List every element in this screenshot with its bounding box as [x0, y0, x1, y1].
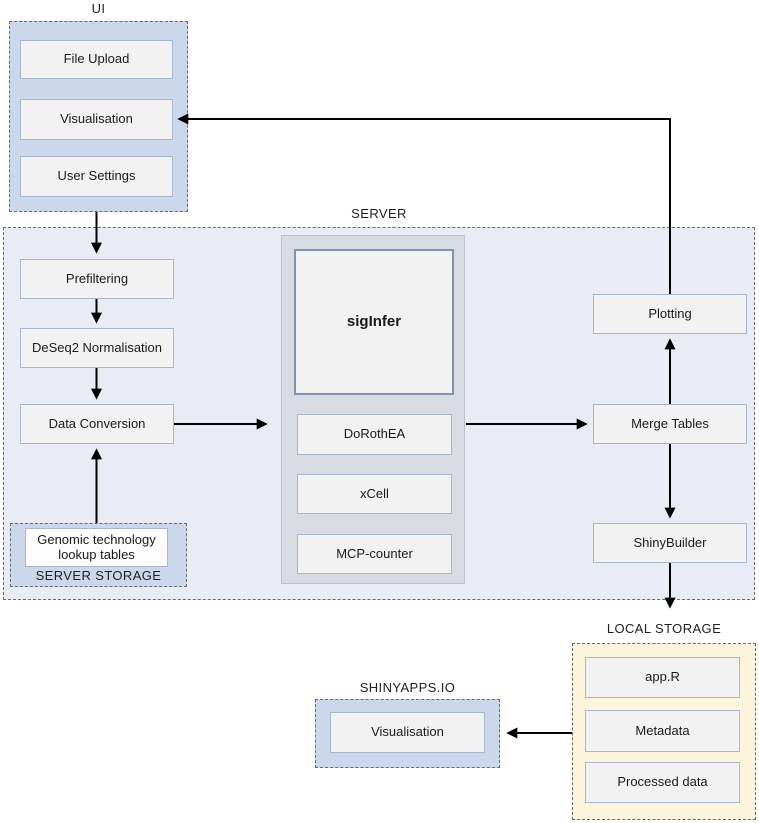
node-mcp-counter: MCP-counter: [297, 534, 452, 574]
node-xcell: xCell: [297, 474, 452, 514]
node-genomic-lookup-tables: Genomic technology lookup tables: [25, 528, 168, 567]
server-section-label: SERVER: [351, 206, 407, 221]
local-storage-label: LOCAL STORAGE: [606, 621, 722, 636]
node-visualisation-shinyapps: Visualisation: [330, 712, 485, 753]
node-data-conversion: Data Conversion: [20, 404, 174, 444]
shinyapps-label: SHINYAPPS.IO: [359, 680, 456, 695]
node-visualisation-ui: Visualisation: [20, 99, 173, 140]
node-dorothea: DoRothEA: [297, 414, 452, 455]
server-storage-label: SERVER STORAGE: [35, 568, 162, 583]
ui-section-label: UI: [91, 1, 106, 16]
node-metadata: Metadata: [585, 710, 740, 752]
node-deseq2-normalisation: DeSeq2 Normalisation: [20, 328, 174, 368]
node-plotting: Plotting: [593, 294, 747, 334]
node-processed-data: Processed data: [585, 762, 740, 803]
node-prefiltering: Prefiltering: [20, 259, 174, 299]
node-shinybuilder: ShinyBuilder: [593, 523, 747, 563]
node-merge-tables: Merge Tables: [593, 404, 747, 444]
node-file-upload: File Upload: [20, 40, 173, 79]
node-app-r: app.R: [585, 657, 740, 698]
node-user-settings: User Settings: [20, 156, 173, 197]
node-siginfer: sigInfer: [294, 249, 454, 395]
